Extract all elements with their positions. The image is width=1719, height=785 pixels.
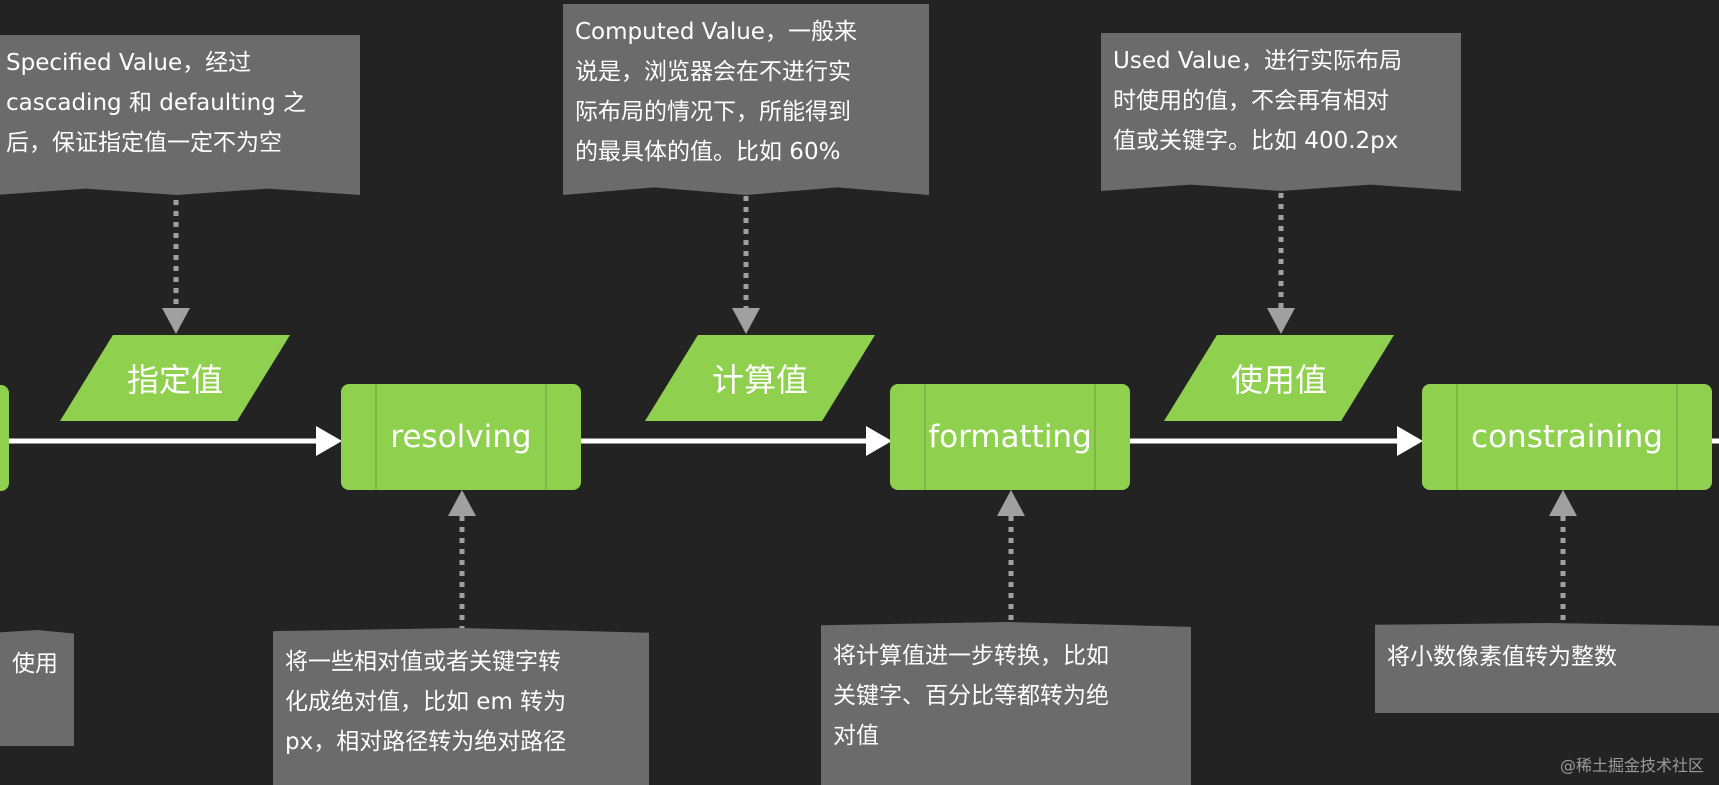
formatting-label: formatting bbox=[928, 419, 1092, 455]
partial-process-node-left bbox=[0, 385, 9, 491]
dotted-connectors bbox=[173, 193, 1566, 632]
formatting-note: 将计算值进一步转换，比如 关键字、百分比等都转为绝 对值 bbox=[821, 622, 1191, 785]
process-divider bbox=[1676, 384, 1678, 490]
constraining-label: constraining bbox=[1471, 419, 1663, 455]
process-divider bbox=[1456, 384, 1458, 490]
specified-value-note: Specified Value，经过 cascading 和 defaultin… bbox=[0, 35, 360, 195]
computed-value-label: 计算值 bbox=[711, 361, 808, 399]
process-divider bbox=[924, 384, 926, 490]
formatting-process: formatting bbox=[890, 384, 1130, 490]
left-partial-note: 使用 bbox=[0, 630, 74, 746]
flow-arrowheads bbox=[316, 426, 1423, 456]
constraining-process: constraining bbox=[1422, 384, 1712, 490]
computed-value-note: Computed Value，一般来 说是，浏览器会在不进行实 际布局的情况下，… bbox=[563, 4, 929, 195]
resolving-label: resolving bbox=[390, 419, 532, 455]
resolving-process: resolving bbox=[341, 384, 581, 490]
specified-value-label: 指定值 bbox=[126, 361, 223, 399]
constraining-note: 将小数像素值转为整数 bbox=[1375, 623, 1719, 713]
process-divider bbox=[1094, 384, 1096, 490]
process-divider bbox=[545, 384, 547, 490]
used-value-label: 使用值 bbox=[1230, 361, 1327, 399]
watermark: @稀土掘金技术社区 bbox=[1560, 756, 1705, 775]
dotted-arrowheads bbox=[162, 308, 1577, 516]
used-value-note: Used Value，进行实际布局 时使用的值，不会再有相对 值或关键字。比如 … bbox=[1101, 33, 1461, 191]
resolving-note: 将一些相对值或者关键字转 化成绝对值，比如 em 转为 px，相对路径转为绝对路… bbox=[273, 628, 649, 785]
process-divider bbox=[375, 384, 377, 490]
